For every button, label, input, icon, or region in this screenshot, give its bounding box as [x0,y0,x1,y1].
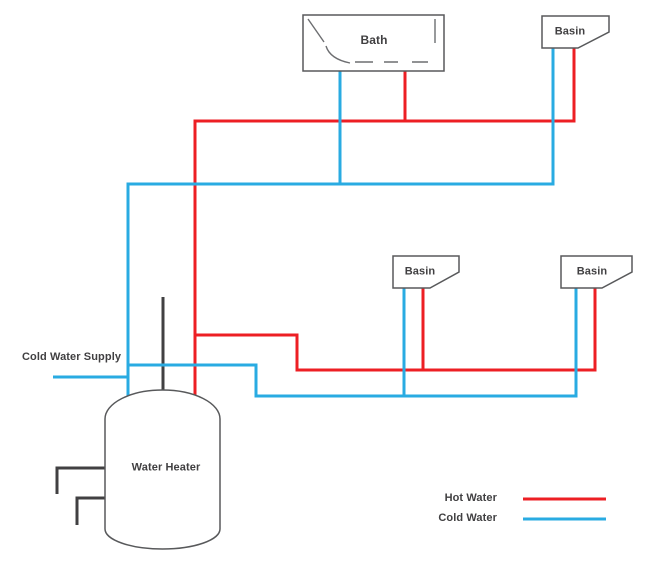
legend-hot-label: Hot Water [444,492,497,504]
cold-water-supply-label: Cold Water Supply [22,351,122,363]
bath-interior-detail [307,18,436,64]
basin-fixture-top-right [541,15,610,49]
bath-curve [325,45,351,64]
water-heater-label: Water Heater [131,461,201,474]
water-heater-tank [104,389,221,550]
bath-label: Bath [360,33,388,47]
cold-lower-run [127,284,578,398]
basin-mid-right-label: Basin [576,265,608,278]
hot-main-riser-upper-run [193,45,576,400]
hot-lower-run [195,284,597,372]
drain-pipe-lower [75,496,109,525]
legend-lines [523,497,606,521]
drain-pipe-upper [55,466,109,494]
basin-mid-left-label: Basin [404,265,436,278]
hot-water-pipes [193,45,597,400]
legend-cold-label: Cold Water [438,512,497,524]
bath-corner-line [307,18,325,43]
basin-fixture-mid-left [392,255,460,289]
basin-fixture-mid-right [560,255,633,289]
black-pipes [55,297,165,525]
fixtures [104,14,633,550]
basin-top-right-label: Basin [554,25,586,38]
cold-water-pipes [53,45,578,400]
